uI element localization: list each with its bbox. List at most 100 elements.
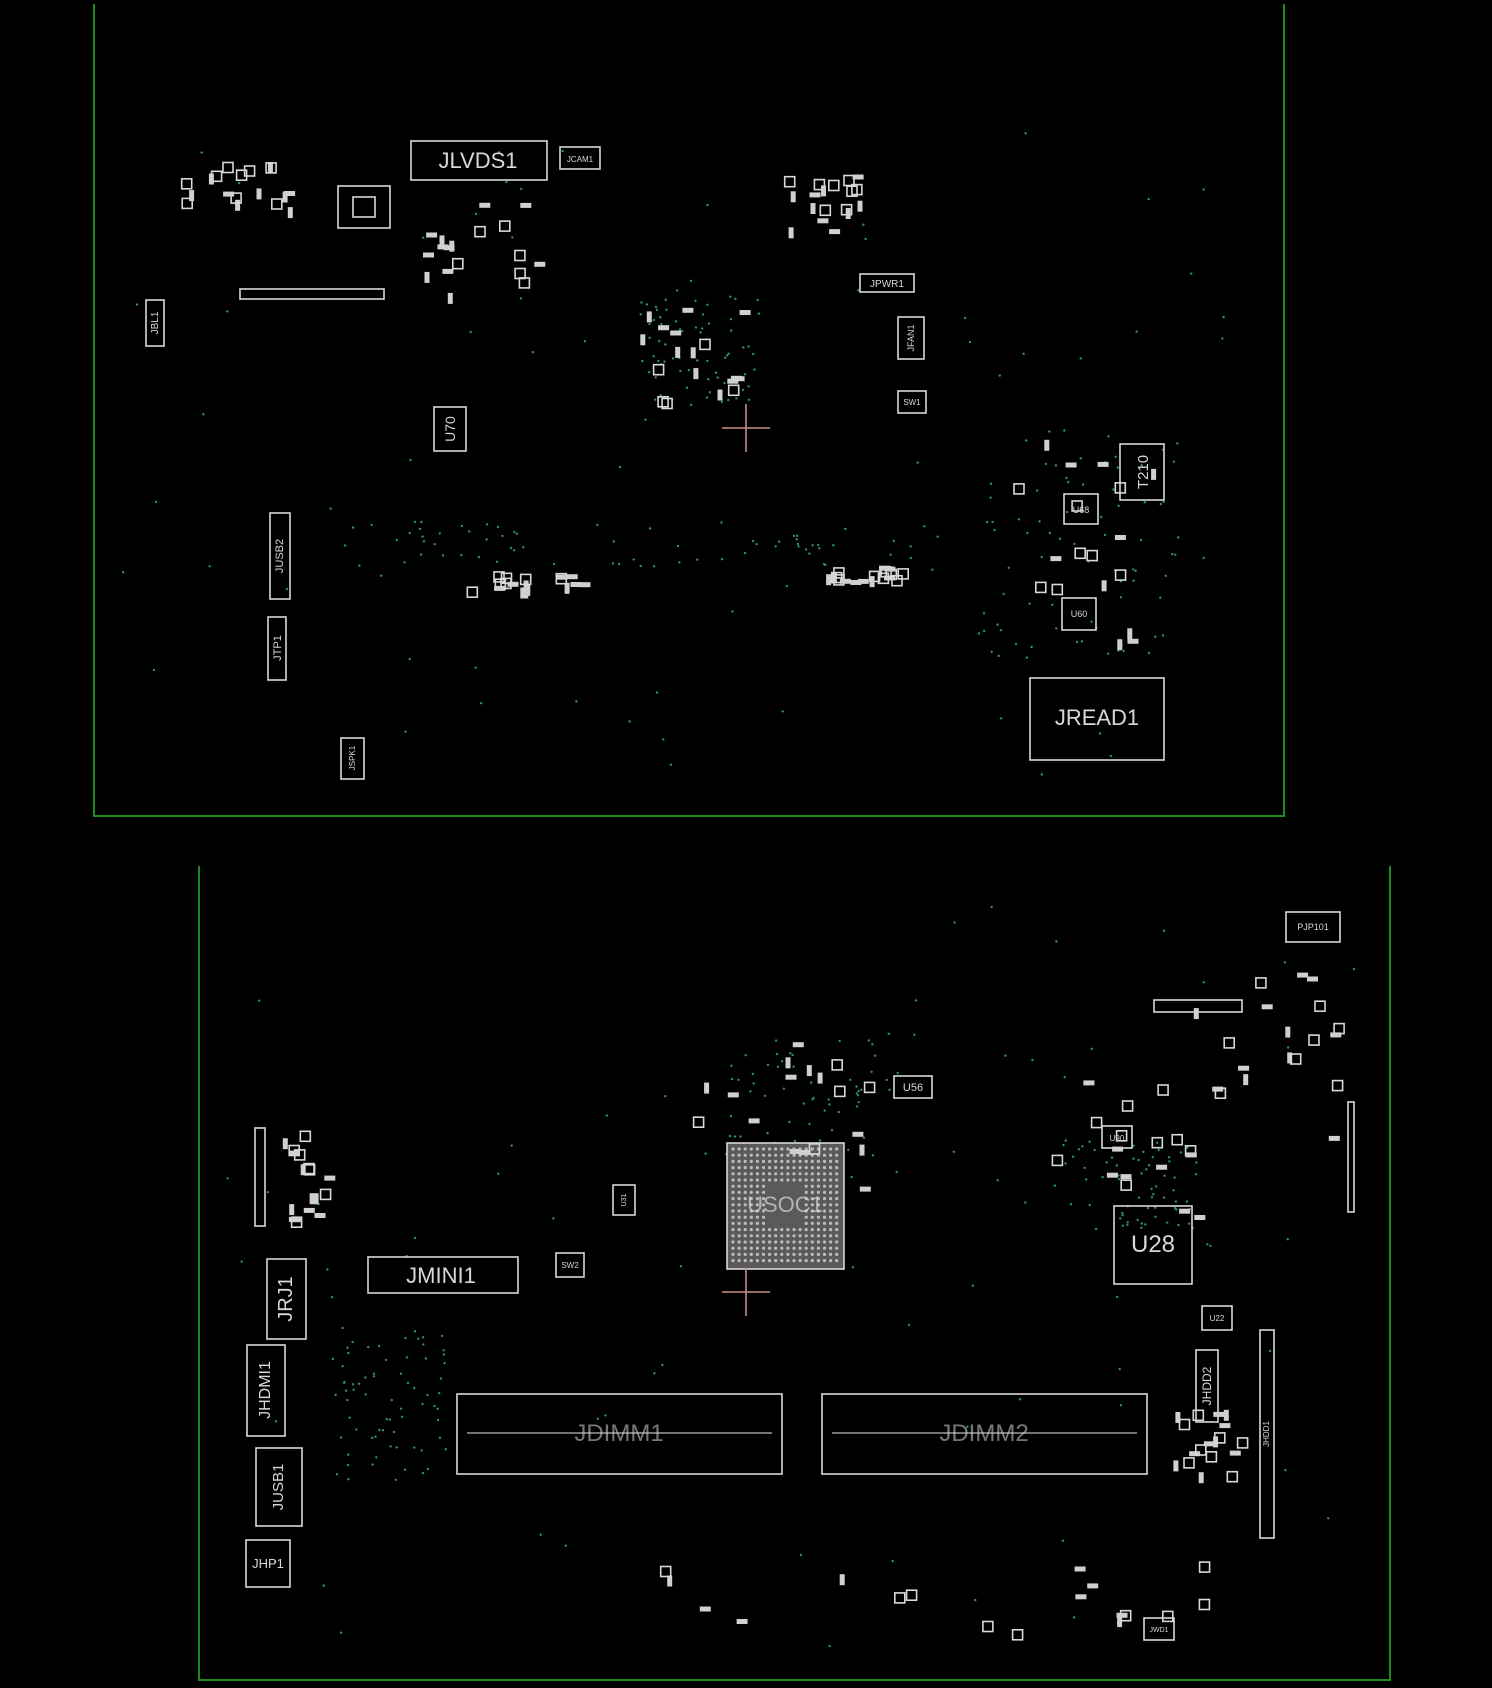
via [510,1144,513,1147]
passive-part [1074,1566,1086,1572]
via [907,1323,911,1327]
via [663,360,666,363]
bga-ball [780,1172,784,1176]
jusb2-connector[interactable]: JUSB2 [269,512,291,600]
bga-ball [743,1259,747,1263]
jhdmi1-connector[interactable]: JHDMI1 [246,1344,286,1437]
bga-ball [835,1190,839,1194]
via [1065,510,1069,514]
bga-ball [816,1215,821,1219]
via [726,354,729,357]
pjp101-jumper[interactable]: PJP101 [1285,911,1341,943]
bottom-right-fpc-connector[interactable] [1347,1101,1355,1213]
via [1069,1203,1073,1206]
bga-ball [774,1153,778,1157]
via [357,1382,361,1385]
jhdd1-connector[interactable]: JHDD1 [1259,1329,1275,1539]
sw2-switch[interactable]: SW2 [555,1252,585,1278]
via [399,1372,403,1376]
via [1195,1161,1198,1164]
jhdd2-connector[interactable]: JHDD2 [1195,1349,1219,1423]
jdimm2-socket[interactable]: JDIMM2 [821,1393,1148,1475]
bga-ball [810,1147,814,1151]
passive-part [520,202,532,208]
via [659,316,662,319]
bga-ball [731,1203,735,1207]
via [756,298,759,302]
u56-ic[interactable]: U56 [893,1075,933,1099]
via [689,403,693,407]
jcam1-connector[interactable]: JCAM1 [559,146,601,170]
via [1121,1224,1125,1227]
bga-ball [731,1215,735,1219]
u31-ic[interactable]: U31 [612,1184,636,1216]
jtp1-connector[interactable]: JTP1 [267,616,287,681]
passive-part [1192,1409,1205,1422]
via [723,381,726,385]
bga-ball [829,1259,833,1263]
bga-ball [780,1166,784,1170]
via [781,1060,784,1063]
passive-part [1189,1451,1201,1457]
bga-ball [822,1246,827,1250]
top-left-ic[interactable] [337,185,391,229]
via [1175,1208,1178,1211]
passive-part [727,1092,739,1098]
jlvds1-connector[interactable]: JLVDS1 [410,140,548,181]
passive-part [265,162,277,174]
jspk1-connector[interactable]: JSPK1 [340,737,365,780]
via [844,527,847,531]
via [439,1377,443,1380]
via [1079,357,1082,360]
bga-ball [816,1172,821,1176]
via [1179,1151,1183,1154]
jhp1-connector[interactable]: JHP1 [245,1539,291,1588]
via [791,1053,794,1057]
passive-part [208,173,214,185]
bga-ball [835,1172,839,1176]
via [1112,488,1115,491]
u60-ic[interactable]: U60 [1061,597,1097,631]
via [519,297,523,300]
via [792,1065,795,1068]
jrj1-connector[interactable]: JRJ1 [266,1258,307,1340]
sw1-switch[interactable]: SW1 [897,390,927,414]
bottom-left-fpc-connector[interactable] [254,1127,266,1227]
jbl1-connector[interactable]: JBL1 [145,299,165,347]
u68-label: U68 [1073,505,1090,515]
via [1064,1139,1068,1142]
passive-part [1114,482,1127,494]
via [996,623,999,626]
top-left-fpc-connector[interactable] [239,288,385,300]
via [1116,466,1120,469]
jfan1-connector[interactable]: JFAN1 [897,316,925,360]
bga-ball [810,1246,814,1250]
bga-ball [749,1184,753,1188]
jdimm1-socket[interactable]: JDIMM1 [456,1393,783,1475]
via [796,542,800,546]
bga-ball [835,1209,839,1213]
u70-ic[interactable]: U70 [433,406,467,452]
via [678,328,682,331]
jpwr1-connector[interactable]: JPWR1 [859,273,915,293]
via [1079,457,1082,460]
via [1145,1168,1148,1171]
passive-part [1090,1116,1103,1129]
via [971,1284,974,1287]
jusb1-connector[interactable]: JUSB1 [255,1447,303,1527]
jread1-connector[interactable]: JREAD1 [1029,677,1165,761]
jwd1-connector[interactable]: JWD1 [1143,1617,1175,1641]
via [850,1175,853,1179]
passive-part [443,245,455,251]
t210-transformer[interactable]: T210 [1119,443,1165,501]
u22-ic[interactable]: U22 [1201,1305,1233,1331]
via [730,329,733,332]
passive-part [1183,1457,1195,1469]
jmini1-connector[interactable]: JMINI1 [367,1256,519,1294]
u68-ic[interactable]: U68 [1063,493,1099,525]
via [413,1236,417,1240]
via [583,340,587,343]
u28-ic[interactable]: U28 [1113,1205,1193,1285]
usoc1-processor[interactable]: USOC1 [726,1142,845,1270]
via [730,1077,734,1081]
